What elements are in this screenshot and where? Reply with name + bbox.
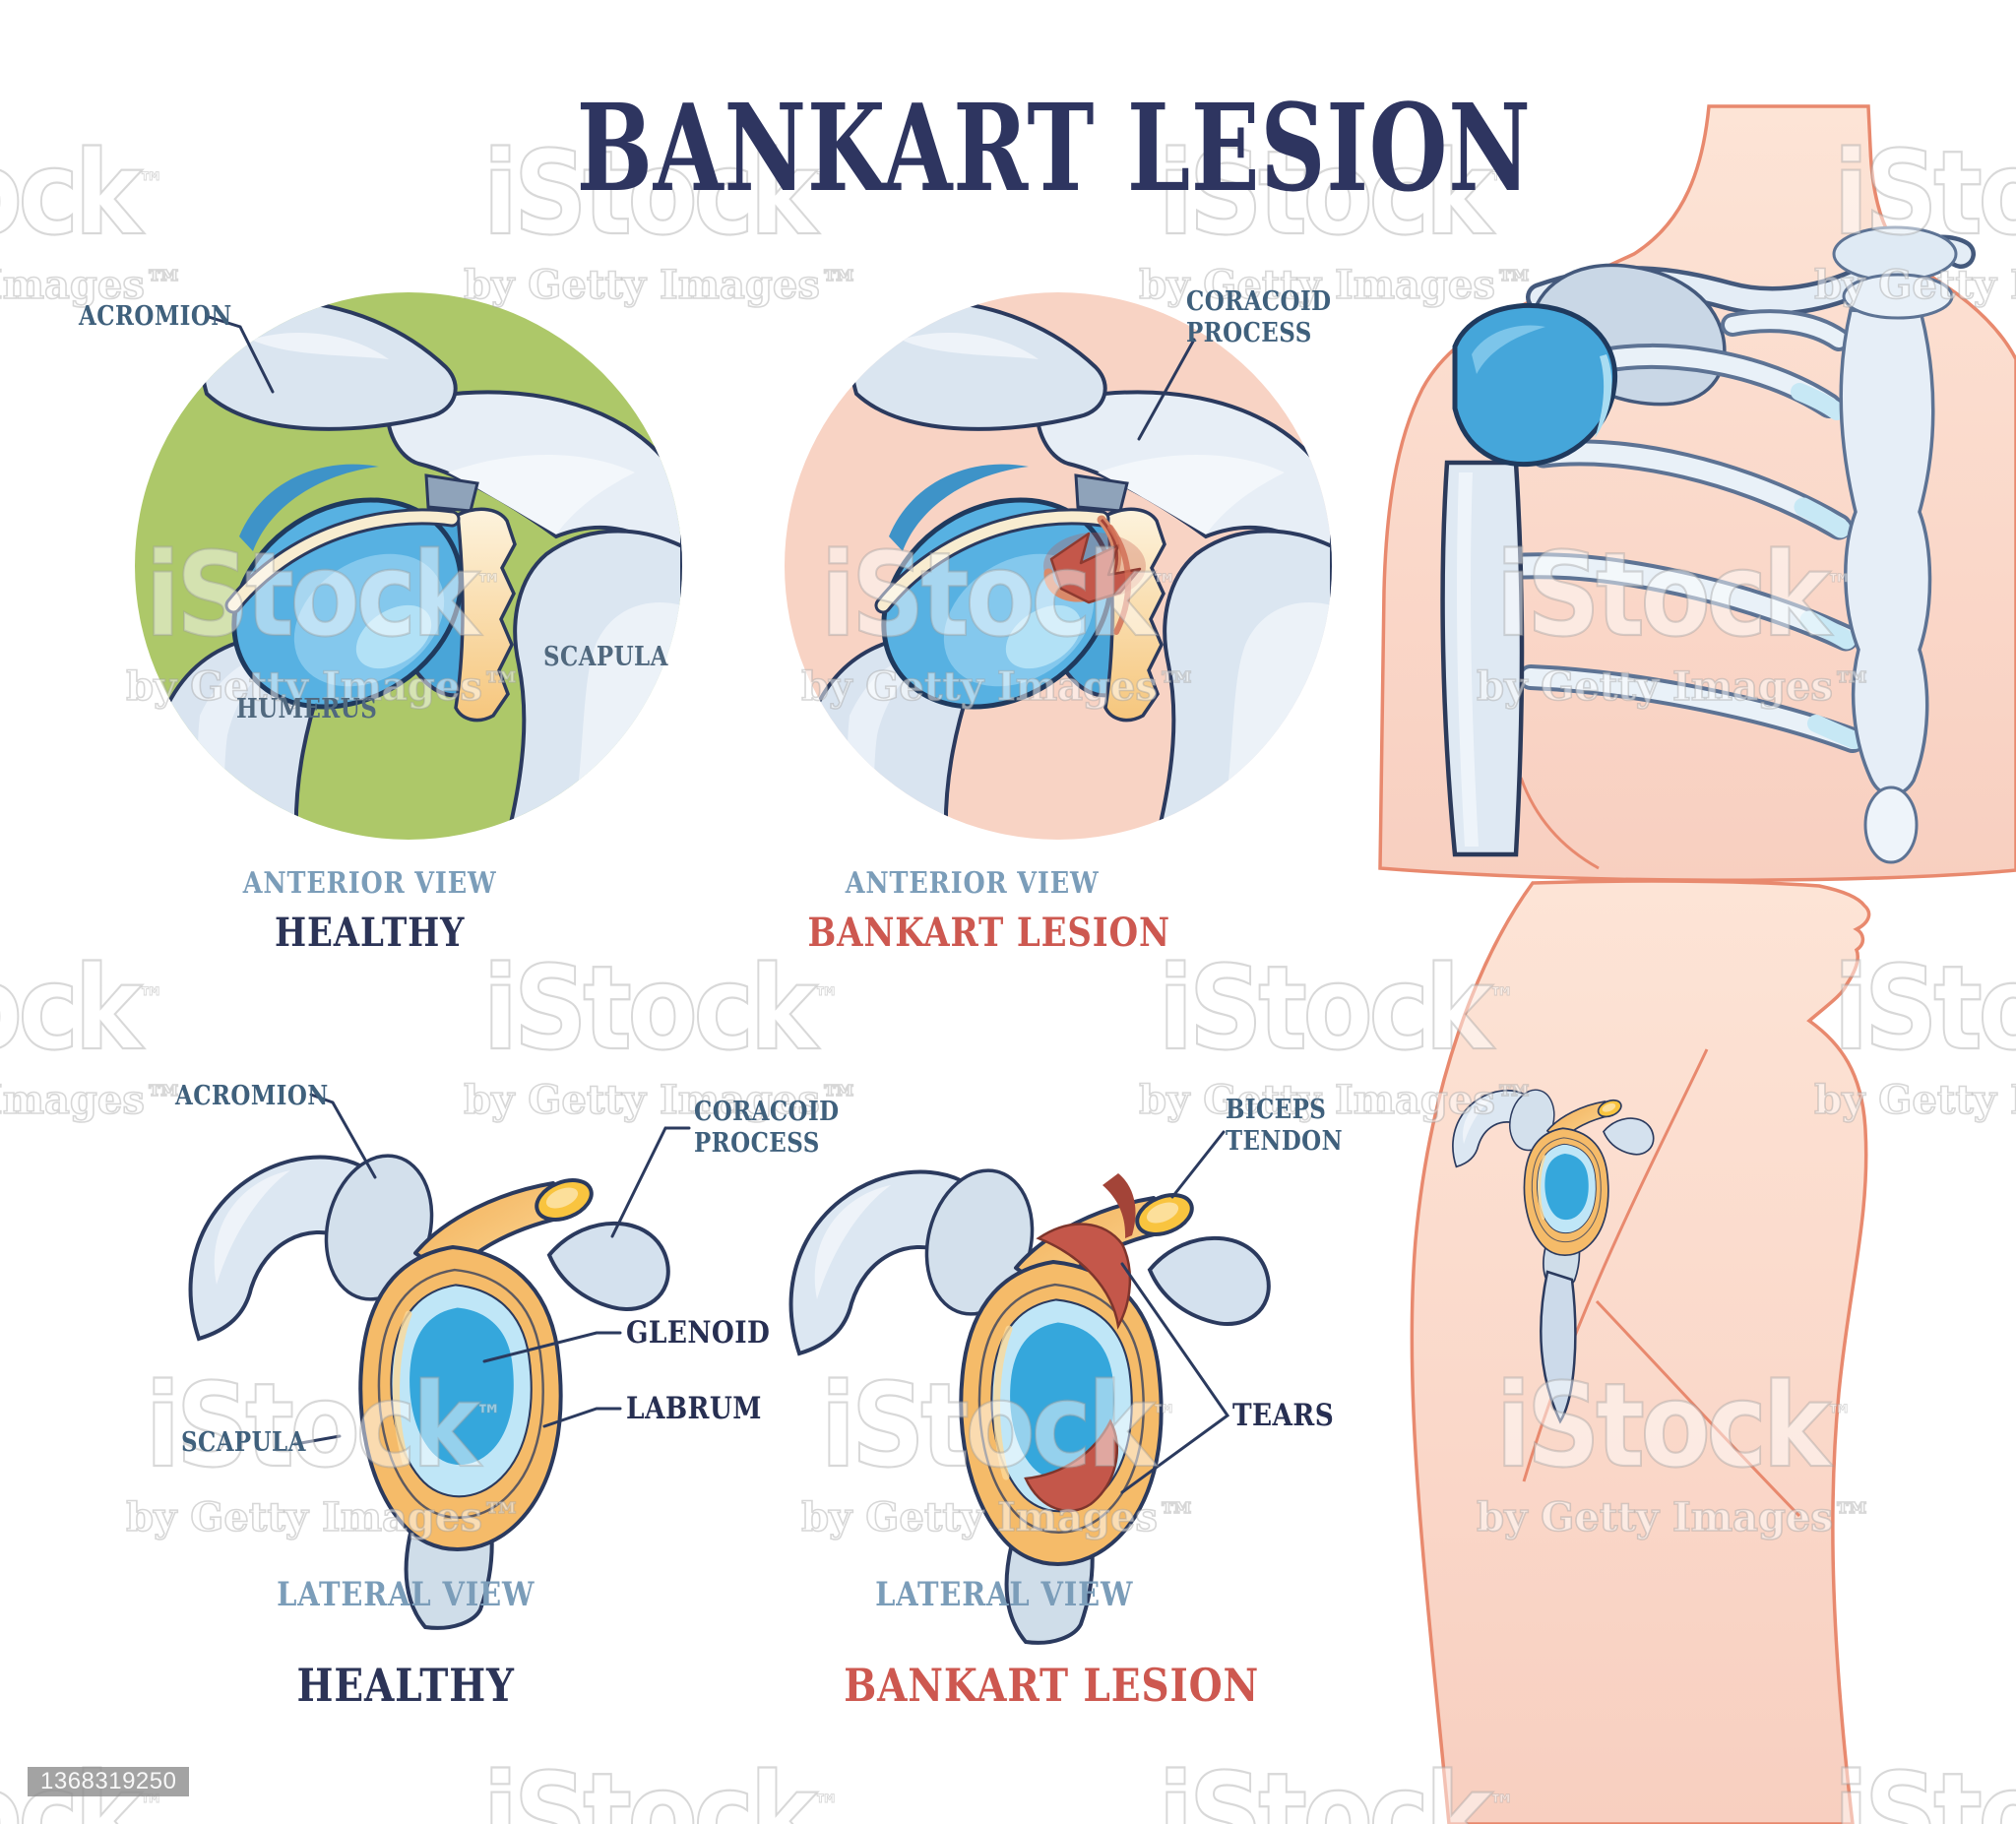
label-tears-lateral-bankart: TEARS	[1232, 1398, 1335, 1433]
caption-view-anterior-bankart: ANTERIOR VIEW	[846, 866, 1100, 901]
caption-condition-anterior-bankart: BANKART LESION	[807, 910, 1170, 956]
panel-anterior-healthy	[135, 292, 682, 840]
caption-condition-lateral-bankart: BANKART LESION	[844, 1659, 1260, 1712]
panel-lateral-healthy	[191, 1093, 691, 1628]
panel-body-lateral	[1410, 879, 1871, 1824]
label-biceps-tendon-lateral-bankart: BICEPS TENDON	[1226, 1095, 1343, 1157]
panel-body-anterior	[1378, 104, 2016, 882]
panel-lateral-bankart	[791, 1130, 1269, 1643]
label-labrum-lateral-healthy: LABRUM	[626, 1391, 762, 1426]
label-acromion-anterior-healthy: ACROMION	[79, 301, 232, 332]
tear-flap	[1049, 532, 1142, 604]
tear-upper	[1036, 1223, 1132, 1330]
leader-coracoid-2	[1137, 338, 1196, 441]
image-id-badge: 1368319250	[28, 1767, 190, 1796]
label-coracoid-anterior-bankart: CORACOID PROCESS	[1186, 286, 1332, 348]
tear-tendon-edge	[1102, 1173, 1136, 1238]
panel-anterior-bankart	[785, 292, 1332, 840]
label-scapula-lateral-healthy: SCAPULA	[181, 1427, 306, 1458]
leader-scapula-4	[293, 1434, 342, 1446]
caption-view-lateral-healthy: LATERAL VIEW	[276, 1575, 536, 1614]
leader-acromion-1	[207, 315, 275, 394]
label-glenoid-lateral-healthy: GLENOID	[626, 1315, 771, 1351]
leader-biceps-5	[1170, 1130, 1226, 1199]
tear-lower	[1024, 1418, 1118, 1513]
caption-condition-lateral-healthy: HEALTHY	[296, 1659, 515, 1712]
label-scapula-anterior-healthy: SCAPULA	[543, 642, 668, 672]
label-acromion-lateral-healthy: ACROMION	[175, 1081, 329, 1111]
leader-glenoid-4	[482, 1331, 622, 1363]
label-humerus-anterior-healthy: HUMERUS	[236, 694, 378, 724]
page-title: BANKART LESION	[576, 77, 1532, 219]
caption-view-anterior-healthy: ANTERIOR VIEW	[243, 866, 497, 901]
caption-view-lateral-bankart: LATERAL VIEW	[874, 1575, 1134, 1614]
leader-labrum-4	[542, 1407, 622, 1428]
label-coracoid-lateral-healthy: CORACOID PROCESS	[694, 1097, 840, 1159]
leader-acromion-4	[309, 1093, 377, 1179]
leader-coracoid-4	[610, 1126, 691, 1238]
leader-tears-5	[1120, 1262, 1230, 1494]
caption-condition-anterior-healthy: HEALTHY	[275, 910, 466, 956]
